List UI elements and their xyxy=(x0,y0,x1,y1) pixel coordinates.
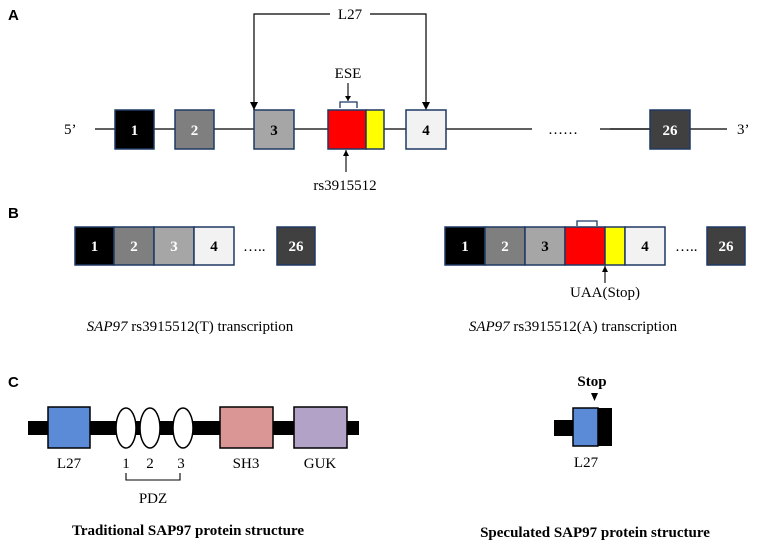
exon-3-label: 3 xyxy=(270,123,278,139)
b-right-caption-text: rs3915512(A) transcription xyxy=(510,319,678,335)
pdz-2-label: 2 xyxy=(146,456,154,472)
b-left-exon-4-label: 4 xyxy=(210,239,218,255)
b-left-caption-text: rs3915512(T) transcription xyxy=(128,319,294,335)
b-left-exon-1-label: 1 xyxy=(91,239,99,255)
exon-2-label: 2 xyxy=(191,123,199,139)
truncation-stop-block xyxy=(598,408,612,446)
alt-exon-red xyxy=(327,109,367,150)
backbone-gap xyxy=(470,120,610,138)
ese-arrowhead xyxy=(345,96,351,101)
exon-2 xyxy=(174,109,215,150)
b-left-caption-gene: SAP97 xyxy=(87,319,129,335)
panel-b-label: B xyxy=(8,205,19,222)
guk-domain-label: GUK xyxy=(304,456,337,472)
pdz-3-label: 3 xyxy=(177,456,185,472)
speculated-caption: Speculated SAP97 protein structure xyxy=(480,525,710,541)
b-left-exon-2 xyxy=(113,226,155,266)
exon-4-label: 4 xyxy=(422,123,430,139)
b-left-exon-26 xyxy=(276,226,316,266)
b-left-exon-1 xyxy=(74,226,115,266)
ese-label: ESE xyxy=(335,66,362,82)
b-left-exon-26-label: 26 xyxy=(289,239,305,255)
sh3-domain xyxy=(219,406,274,449)
snp-arrowhead xyxy=(343,150,349,156)
stop-label: Stop xyxy=(577,374,606,390)
guk-domain xyxy=(293,406,348,449)
l27-label: L27 xyxy=(338,7,363,23)
ese-bracket xyxy=(339,101,358,108)
stop-arrowhead xyxy=(602,266,608,272)
b-right-exon-3 xyxy=(524,226,566,266)
b-right-exon-2-label: 2 xyxy=(501,239,509,255)
panel-a-label: A xyxy=(8,7,19,24)
pdz-domain-2 xyxy=(139,407,161,449)
panel-c-label: C xyxy=(8,374,19,391)
l27-arrowhead-right xyxy=(422,102,430,110)
truncated-l27-domain xyxy=(572,407,599,447)
snp-label: rs3915512 xyxy=(313,178,376,194)
exon-1-label: 1 xyxy=(131,123,139,139)
stop-marker-icon xyxy=(591,393,598,401)
pdz-label: PDZ xyxy=(139,491,167,507)
exon-1 xyxy=(114,109,155,150)
truncated-backbone xyxy=(554,420,574,436)
b-right-caption-gene: SAP97 xyxy=(469,319,511,335)
alt-exon-yellow xyxy=(365,109,385,150)
b-right-exon-1-label: 1 xyxy=(461,239,469,255)
truncated-l27-label: L27 xyxy=(574,455,599,471)
exon-3 xyxy=(253,109,295,150)
sh3-domain-label: SH3 xyxy=(233,456,260,472)
five-prime-label: 5’ xyxy=(64,122,77,138)
exon-26-label: 26 xyxy=(663,123,679,139)
b-right-exon-3-label: 3 xyxy=(541,239,549,255)
l27-bracket-left xyxy=(253,13,330,110)
b-left-exon-2-label: 2 xyxy=(130,239,138,255)
b-right-exon-2 xyxy=(484,226,526,266)
l27-arrowhead-left xyxy=(250,102,258,110)
pdz-1-label: 1 xyxy=(122,456,130,472)
pdz-domain-3 xyxy=(172,407,194,449)
l27-domain-label: L27 xyxy=(57,456,82,472)
stop-codon-label: UAA(Stop) xyxy=(570,285,640,301)
pdz-bracket xyxy=(125,473,181,481)
b-right-exon-4 xyxy=(624,226,666,266)
b-right-dots: ….. xyxy=(675,239,698,255)
pdz-domain-1 xyxy=(115,407,137,449)
l27-domain xyxy=(47,406,91,449)
b-left-exon-3 xyxy=(153,226,195,266)
exon-26 xyxy=(649,109,691,150)
b-right-alt-exon-red xyxy=(564,226,606,266)
b-right-caption: SAP97 rs3915512(A) transcription xyxy=(469,319,678,335)
b-left-caption: SAP97 rs3915512(T) transcription xyxy=(87,319,294,335)
b-right-exon-26 xyxy=(706,226,746,266)
b-left-exon-3-label: 3 xyxy=(170,239,178,255)
traditional-caption: Traditional SAP97 protein structure xyxy=(72,523,304,539)
b-left-exon-4 xyxy=(193,226,235,266)
l27-bracket-right xyxy=(370,13,427,106)
intron-dots: …… xyxy=(548,122,578,138)
three-prime-label: 3’ xyxy=(737,122,750,138)
b-left-dots: ….. xyxy=(243,239,266,255)
b-right-exon-4-label: 4 xyxy=(641,239,649,255)
b-ese-bracket xyxy=(576,220,598,226)
b-right-exon-26-label: 26 xyxy=(719,239,735,255)
b-right-alt-exon-yellow xyxy=(604,226,626,266)
